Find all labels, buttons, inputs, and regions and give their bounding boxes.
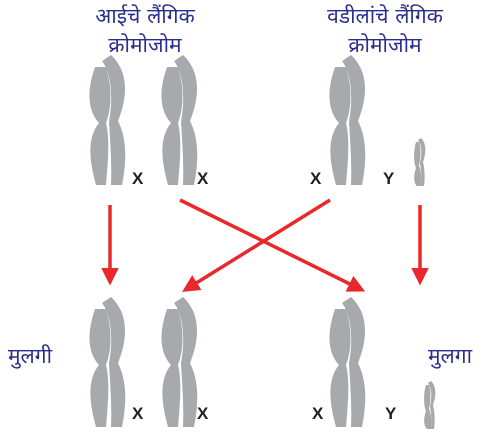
daughter-x-chromosome-1	[89, 297, 126, 427]
father-heading-line2: क्रोमोजोम	[348, 33, 422, 57]
son-label: मुलगा	[428, 344, 473, 368]
mother-heading: आईचे लैंगिक क्रोमोजोम	[55, 2, 235, 60]
mother-chromosomes: X X	[89, 55, 209, 188]
father-label-1: X	[310, 169, 322, 188]
son-chromosomes: X Y	[312, 297, 436, 429]
son-x-chromosome	[329, 297, 366, 427]
father-heading-line1: वडीलांचे लैंगिक	[327, 4, 443, 28]
son-y-chromosome	[424, 381, 436, 429]
daughter-chromosomes: X X	[89, 297, 209, 427]
son-label-2: Y	[385, 404, 397, 423]
daughter-label-1: X	[132, 404, 144, 423]
mother-x-chromosome-2	[161, 55, 198, 185]
arrow-father-x-to-daughter	[182, 198, 331, 292]
arrow-mother-to-son	[179, 198, 366, 292]
daughter-x-chromosome-2	[161, 297, 198, 427]
father-chromosomes: X Y	[310, 55, 426, 188]
mother-heading-line2: क्रोमोजोम	[108, 33, 182, 57]
mother-heading-line1: आईचे लैंगिक	[95, 4, 195, 28]
daughter-label-2: X	[197, 404, 209, 423]
father-x-chromosome	[329, 55, 366, 185]
son-label-1: X	[312, 404, 324, 423]
daughter-label: मुलगी	[8, 344, 53, 368]
mother-label-1: X	[132, 169, 144, 188]
mother-x-chromosome-1	[89, 55, 126, 185]
mother-label-2: X	[197, 169, 209, 188]
father-label-2: Y	[383, 169, 395, 188]
inheritance-arrows	[101, 198, 429, 292]
father-y-chromosome	[414, 138, 426, 186]
father-heading: वडीलांचे लैंगिक क्रोमोजोम	[290, 2, 480, 60]
